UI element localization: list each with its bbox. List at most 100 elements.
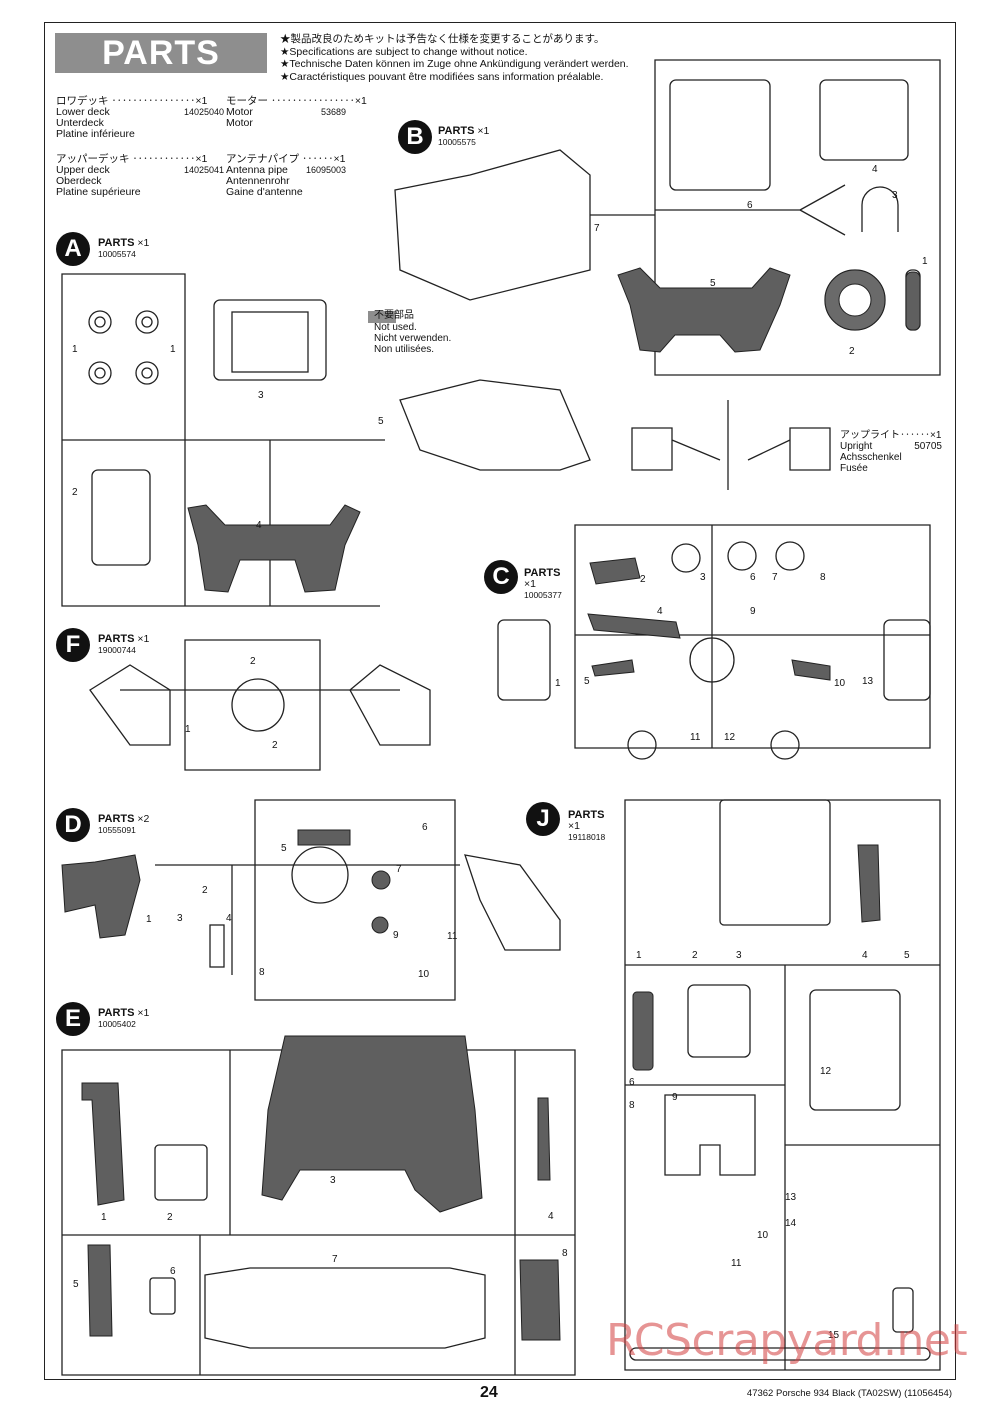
tree-b-part6 — [669, 79, 771, 191]
not-used-legend: 不要部品 Not used. Nicht verwenden. Non util… — [368, 310, 451, 355]
tree-j-part15 — [629, 1347, 931, 1361]
not-used-en: Not used. — [374, 322, 417, 333]
upright-right — [747, 427, 831, 471]
num-a-1a: 1 — [72, 344, 78, 355]
num-c-13: 13 — [862, 676, 874, 687]
num-a-3: 3 — [258, 390, 264, 401]
num-b-6: 6 — [747, 200, 753, 211]
spec-code: 14025040 — [183, 107, 224, 117]
num-e-4: 4 — [548, 1211, 554, 1222]
tree-j-runner — [624, 799, 941, 1371]
num-a-4: 4 — [256, 520, 262, 531]
tree-d-runner — [155, 799, 460, 1001]
num-d-7: 7 — [396, 864, 402, 875]
tree-d-part1-gray — [61, 854, 141, 939]
tree-f-part1-right — [349, 664, 431, 746]
tree-b-part3 — [861, 186, 899, 232]
num-e-2: 2 — [167, 1212, 173, 1223]
tree-f-part1-left — [89, 664, 171, 746]
tree-e-part1-gray — [81, 1082, 125, 1206]
num-c-12: 12 — [724, 732, 736, 743]
num-a-2: 2 — [72, 487, 78, 498]
tree-e-part3-gray — [261, 1035, 483, 1213]
num-c-7: 7 — [772, 572, 778, 583]
tree-b-part4 — [819, 79, 909, 161]
tree-e-part8-gray — [519, 1259, 561, 1341]
watermark: RCScrapyard.net — [606, 1315, 968, 1366]
num-j-4: 4 — [862, 950, 868, 961]
num-e-7: 7 — [332, 1254, 338, 1265]
tree-d-badge: D — [56, 808, 90, 842]
num-d-6: 6 — [422, 822, 428, 833]
num-c-5: 5 — [584, 676, 590, 687]
tree-c-part13 — [883, 619, 931, 701]
notice-de: Technische Daten können im Zuge ohne Ank… — [280, 58, 628, 71]
tree-a-part3 — [213, 299, 327, 381]
num-c-10: 10 — [834, 678, 846, 689]
num-c-11: 11 — [690, 732, 701, 743]
tree-c-part10-gray — [791, 659, 831, 681]
num-b-3: 3 — [892, 190, 898, 201]
spec-en: Antenna pipe — [226, 164, 288, 176]
tree-b-part5-gray — [617, 267, 791, 353]
num-c-4: 4 — [657, 606, 663, 617]
num-d-10: 10 — [418, 969, 430, 980]
num-f-2a: 2 — [250, 656, 256, 667]
num-f-1: 1 — [185, 724, 191, 735]
num-c-1: 1 — [555, 678, 561, 689]
num-c-3: 3 — [700, 572, 706, 583]
num-e-3: 3 — [330, 1175, 336, 1186]
num-e-8: 8 — [562, 1248, 568, 1259]
tree-j-part12 — [809, 989, 901, 1111]
tree-c-part4-gray — [587, 613, 681, 639]
upright-jp: アップライト‥‥‥×1 — [840, 430, 942, 441]
num-j-2: 2 — [692, 950, 698, 961]
spec-de: Antennenrohr — [226, 175, 290, 187]
spec-code: 16095003 — [305, 165, 346, 175]
tree-a-runner — [61, 273, 385, 607]
spec-de: Oberdeck — [56, 175, 102, 187]
num-j-11: 11 — [731, 1258, 742, 1269]
tree-b-runner — [590, 59, 941, 376]
num-j-6: 6 — [629, 1077, 635, 1088]
num-j-14: 14 — [785, 1218, 797, 1229]
tree-a-part5 — [399, 379, 591, 471]
num-c-8: 8 — [820, 572, 826, 583]
num-a-5: 5 — [378, 416, 384, 427]
spec-en: Lower deck — [56, 106, 110, 118]
tree-j-part7 — [687, 984, 751, 1058]
tree-a-part4-gray — [187, 504, 361, 593]
num-d-1: 1 — [146, 914, 152, 925]
spec-fr: Platine inférieure — [56, 128, 135, 140]
spec-jp: モーター ‥‥‥‥‥‥‥‥×1 — [226, 95, 367, 107]
num-e-5: 5 — [73, 1279, 79, 1290]
tree-e-part7 — [204, 1267, 486, 1349]
num-d-11: 11 — [447, 931, 458, 942]
notice-fr: Caractéristiques pouvant être modifiées … — [280, 71, 629, 84]
spec-en: Upper deck — [56, 164, 110, 176]
tree-c-part2-gray — [589, 557, 641, 585]
tree-a-badge: A — [56, 232, 90, 266]
notice-block: 製品改良のためキットは予告なく仕様を変更することがあります。 Specifica… — [280, 33, 629, 84]
num-j-9: 9 — [672, 1092, 678, 1103]
num-b-1: 1 — [922, 256, 928, 267]
tree-e-part2 — [154, 1144, 208, 1201]
tree-j-badge: J — [526, 802, 560, 836]
spec-de: Motor — [226, 117, 253, 129]
not-used-jp: 不要部品 — [374, 310, 414, 321]
num-j-13: 13 — [785, 1192, 797, 1203]
not-used-swatch — [368, 311, 396, 323]
num-j-10: 10 — [757, 1230, 769, 1241]
page-frame — [44, 22, 956, 1380]
upright-left — [631, 427, 721, 471]
